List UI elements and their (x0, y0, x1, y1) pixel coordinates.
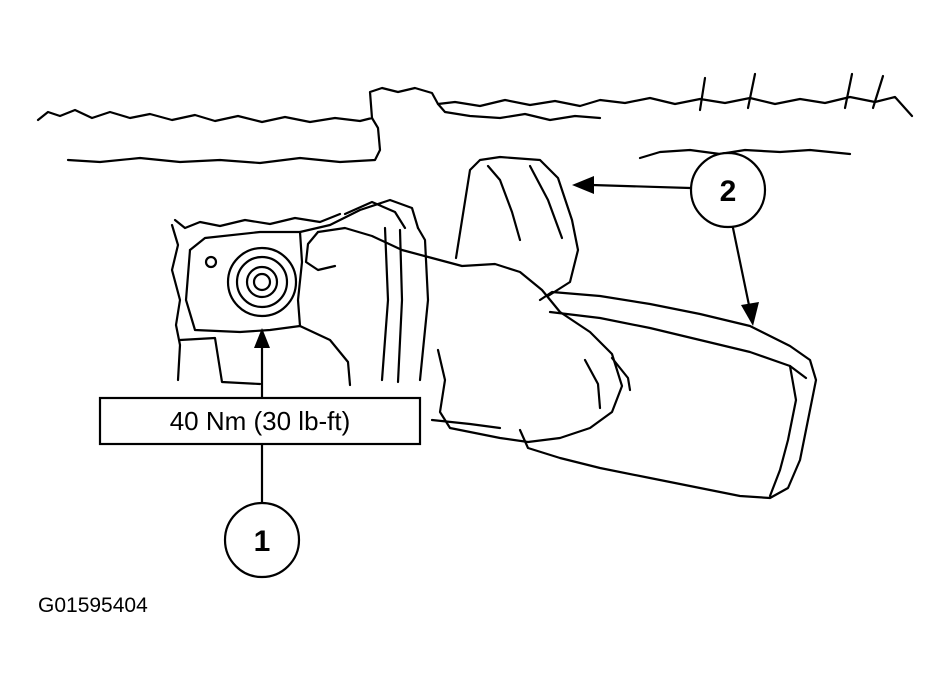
arrow-to-mirror-body (741, 302, 759, 326)
callout-2: 2 (689, 151, 767, 229)
callout-1: 1 (223, 501, 301, 579)
callout-2-leaders (590, 183, 752, 312)
torque-spec-box: 40 Nm (30 lb-ft) (98, 396, 422, 446)
rearview-mirror (454, 155, 818, 500)
hand (298, 226, 632, 444)
torque-spec-label: 40 Nm (30 lb-ft) (170, 406, 351, 436)
arrow-to-mirror-top (572, 176, 594, 194)
mount-bolt (226, 246, 298, 318)
mirror-mount-bracket (184, 198, 430, 384)
windshield-surface (170, 212, 342, 386)
callout-2-number: 2 (720, 175, 737, 208)
figure-id: G01595404 (38, 594, 148, 617)
headliner-edge (36, 72, 914, 165)
callout-1-number: 1 (254, 525, 271, 558)
arrow-to-bolt (254, 328, 270, 348)
